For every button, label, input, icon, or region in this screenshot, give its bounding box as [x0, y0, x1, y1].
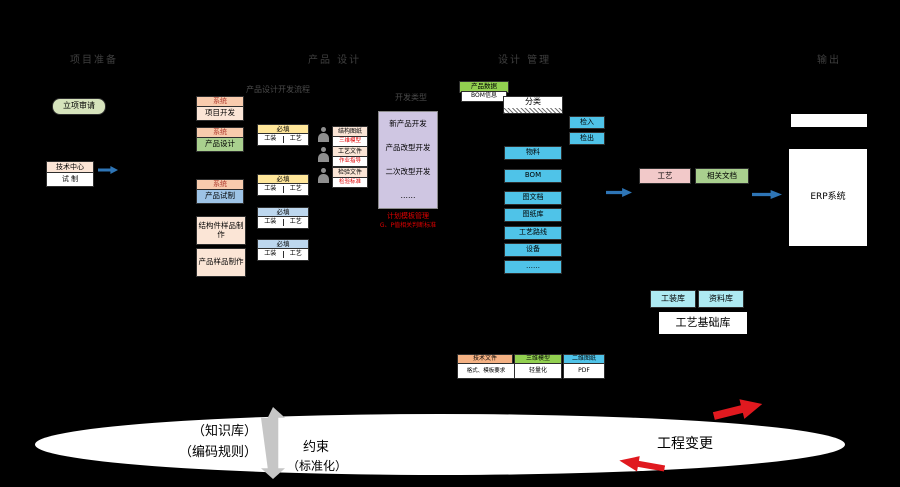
stage-body-2: 产品设计	[196, 137, 244, 152]
stack-item: 物料	[504, 146, 562, 160]
req-cell: 工艺	[289, 185, 302, 193]
dept-row: 试 制	[46, 172, 94, 187]
base-lib-box: 工艺基础库	[659, 312, 747, 334]
stack-item: 图纸库	[504, 208, 562, 222]
flow-arrow	[98, 166, 118, 174]
role-note-2: 作业指导	[332, 156, 368, 167]
req-cell: 工装	[258, 251, 284, 258]
req-row-1: 工装 工艺	[257, 133, 309, 146]
classify-box: 分类	[503, 96, 563, 114]
req-row-3: 工装 工艺	[257, 216, 309, 229]
stack-item: ……	[504, 260, 562, 274]
tooling-lib-box: 工装库	[650, 290, 696, 308]
process-box: 工艺	[639, 168, 691, 184]
req-cell: 工艺	[289, 250, 302, 258]
coding-rule-label: （编码规则）	[179, 445, 258, 460]
constraint-label: 约束	[303, 440, 330, 455]
req-cell: 工装	[258, 136, 284, 143]
make-box-2: 产品样品制作	[196, 248, 246, 277]
req-cell: 工艺	[289, 218, 302, 226]
make-box-1: 结构件样品制作	[196, 216, 246, 245]
dev-item: 产品改型开发	[385, 142, 431, 152]
role-note-3: 检验标准	[332, 177, 368, 188]
lane-label-design: 产品 设计	[308, 55, 362, 66]
req-cell: 工装	[258, 219, 284, 226]
material-lib-box: 资料库	[698, 290, 744, 308]
dev-note-2: G、P值相关判断标准	[379, 222, 437, 229]
dev-item: 二次改型开发	[385, 166, 431, 176]
flow-title-label: 产品设计开发流程	[246, 85, 310, 94]
stage-body-1: 项目开发	[196, 106, 244, 121]
person-icon	[318, 168, 329, 183]
dev-type-box: 新产品开发 产品改型开发 二次改型开发 ……	[378, 111, 438, 209]
dev-note-1: 计划模板管理	[387, 212, 429, 220]
erp-box: ERP系统	[789, 149, 867, 246]
checkin-box: 检入	[569, 116, 605, 129]
dev-type-label: 开发类型	[395, 93, 427, 102]
flow-arrow	[606, 188, 632, 197]
output-row-3: PDF	[563, 363, 605, 379]
req-cell: 工装	[258, 186, 284, 193]
start-box: 立项审请	[52, 98, 106, 115]
hatch-strip	[504, 108, 562, 113]
checkout-box: 检出	[569, 132, 605, 145]
stack-item: 设备	[504, 243, 562, 257]
person-icon	[318, 147, 329, 162]
product-data-sub: BOM信息	[461, 91, 507, 102]
person-icon	[318, 127, 329, 142]
lane-label-prep: 项目准备	[70, 55, 118, 66]
output-row-2: 轻量化	[514, 363, 562, 379]
req-cell: 工艺	[289, 135, 302, 143]
docs-box: 相关文档	[695, 168, 749, 184]
req-row-4: 工装 工艺	[257, 248, 309, 261]
classify-label: 分类	[525, 97, 541, 106]
stack-item: 工艺路线	[504, 226, 562, 240]
lane-label-output: 输出	[817, 55, 841, 66]
dev-item: ……	[400, 190, 416, 200]
output-row-1: 格式、模板要求	[457, 363, 515, 379]
engineering-change-label: 工程变更	[657, 436, 713, 452]
knowledge-ellipse	[35, 414, 845, 475]
flow-arrow	[752, 190, 782, 199]
dev-item: 新产品开发	[389, 118, 427, 128]
stage-body-3: 产品试制	[196, 189, 244, 204]
knowledge-label: （知识库）	[192, 424, 258, 439]
blank-panel	[791, 114, 867, 127]
stack-item: 图文档	[504, 191, 562, 205]
lane-label-manage: 设计 管理	[498, 55, 552, 66]
req-row-2: 工装 工艺	[257, 183, 309, 196]
standard-label: （标准化）	[287, 459, 348, 473]
stack-item: BOM	[504, 169, 562, 183]
